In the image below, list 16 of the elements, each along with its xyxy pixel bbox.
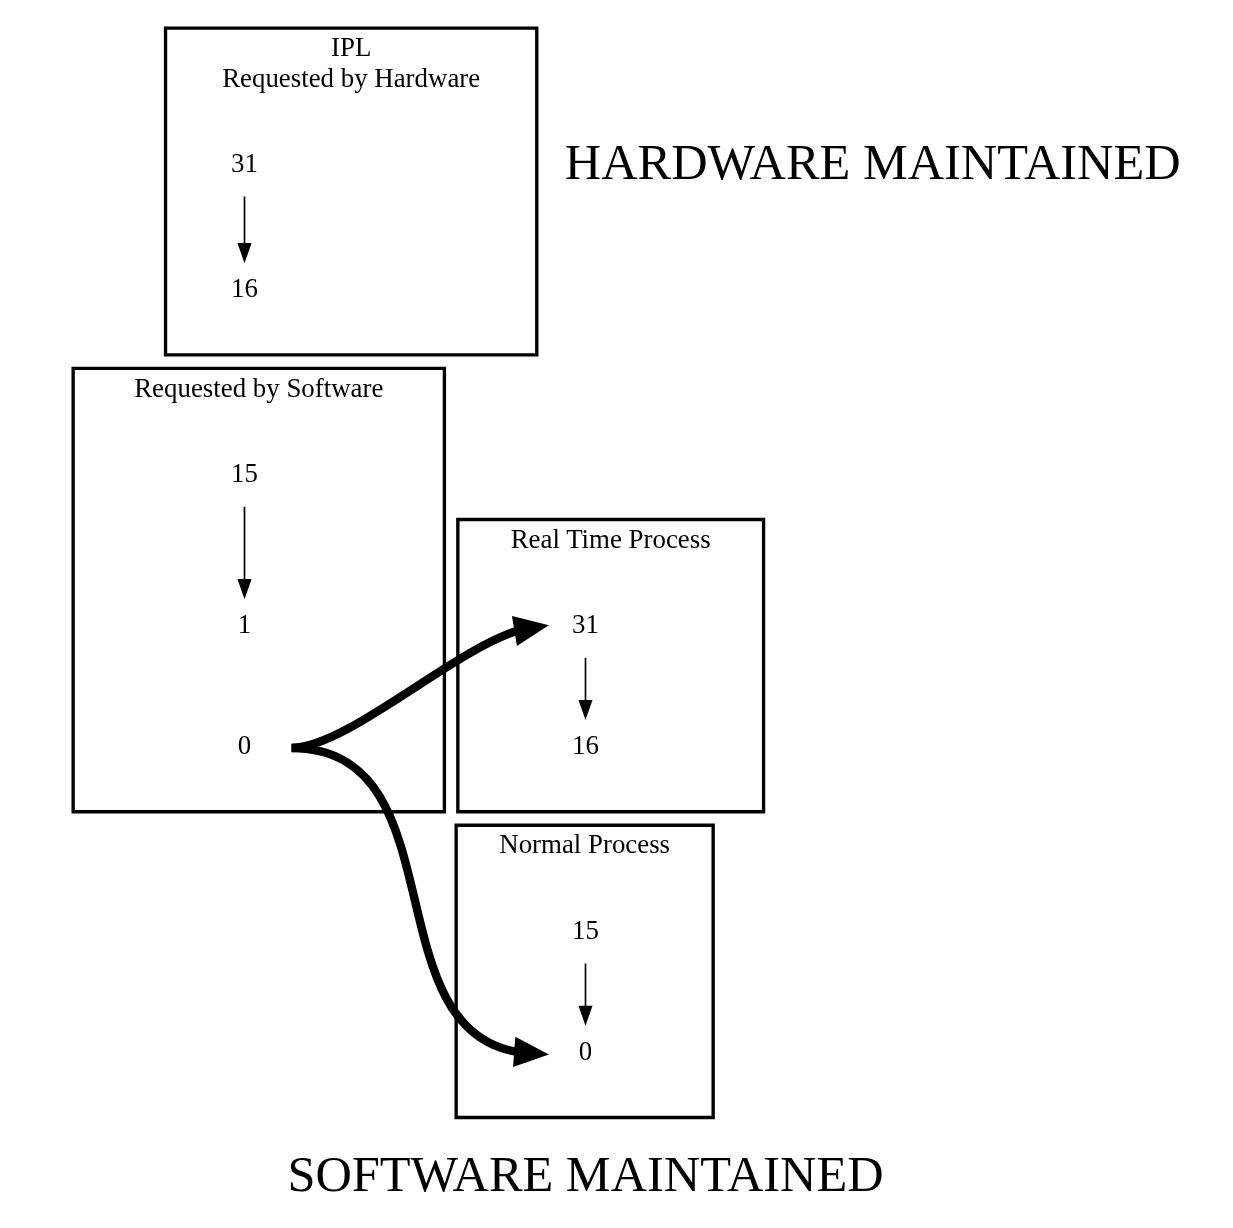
arrow [236,195,252,264]
label: HARDWARE MAINTAINED [564,133,1181,190]
node-text: 16 [571,730,599,761]
node-text: 31 [571,609,599,640]
arrow [577,656,593,721]
node-text: 15 [230,458,258,489]
arrow [577,962,593,1026]
label: SOFTWARE MAINTAINED [286,1146,884,1203]
node-text: 1 [237,609,251,640]
node-text: 15 [571,915,599,946]
arrow [290,743,549,1068]
node-text: 31 [230,148,258,179]
node-text: 0 [237,730,251,761]
node-text: 16 [230,273,258,304]
arrow [236,505,252,600]
node-text: 0 [578,1036,592,1067]
